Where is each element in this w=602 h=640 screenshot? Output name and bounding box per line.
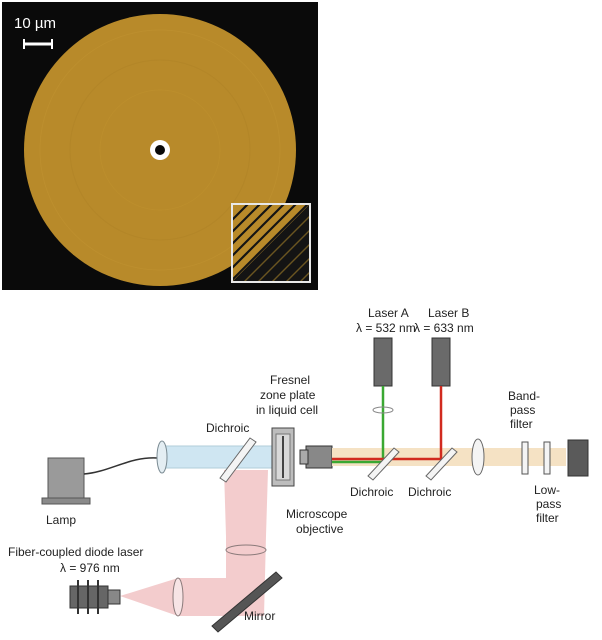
zone-plate-label-3: in liquid cell bbox=[256, 403, 318, 417]
bandpass-label-3: filter bbox=[510, 417, 533, 431]
bandpass-label-2: pass bbox=[510, 403, 535, 417]
scale-bar-label: 10 µm bbox=[14, 15, 56, 32]
detector bbox=[567, 439, 589, 477]
dichroic-left-label: Dichroic bbox=[206, 421, 249, 435]
lamp-beam bbox=[159, 445, 273, 469]
laser-a bbox=[373, 337, 393, 387]
lamp-lens bbox=[156, 440, 168, 474]
zone-plate-cell bbox=[271, 427, 295, 487]
laser-a-lens bbox=[372, 406, 394, 414]
dichroic-left bbox=[219, 437, 257, 483]
zone-plate-inset bbox=[231, 203, 311, 283]
lowpass-filter bbox=[543, 441, 551, 475]
mirror bbox=[211, 571, 283, 633]
zone-plate-label-1: Fresnel bbox=[270, 373, 310, 387]
laser-a-wavelength: λ = 532 nm bbox=[356, 321, 416, 335]
relay-lens bbox=[225, 544, 267, 556]
lamp-cable bbox=[83, 457, 159, 475]
laser-b-label: Laser B bbox=[428, 306, 469, 320]
laser-b-wavelength: λ = 633 nm bbox=[414, 321, 474, 335]
micrograph-panel: 10 µm bbox=[2, 2, 318, 290]
collimating-lens bbox=[172, 577, 184, 617]
laser-a-label: Laser A bbox=[368, 306, 409, 320]
diode-beam bbox=[120, 470, 268, 616]
diode-laser bbox=[69, 580, 121, 614]
bandpass-label-1: Band- bbox=[508, 389, 540, 403]
bandpass-filter bbox=[521, 441, 529, 475]
lowpass-label-3: filter bbox=[536, 511, 559, 525]
output-lens bbox=[471, 438, 485, 476]
diode-laser-label: Fiber-coupled diode laser bbox=[8, 545, 143, 559]
zone-plate-label-2: zone plate bbox=[260, 388, 316, 402]
zone-plate-center bbox=[155, 145, 165, 155]
lowpass-label-2: pass bbox=[536, 497, 561, 511]
laser-b bbox=[431, 337, 451, 387]
objective-label-1: Microscope bbox=[286, 507, 348, 521]
dichroic-laser-a bbox=[367, 447, 400, 481]
dichroic-a-label: Dichroic bbox=[350, 485, 393, 499]
lowpass-label-1: Low- bbox=[534, 483, 560, 497]
microscope-objective bbox=[299, 445, 333, 469]
dichroic-b-label: Dichroic bbox=[408, 485, 451, 499]
lamp bbox=[41, 457, 91, 505]
objective-label-2: objective bbox=[296, 522, 344, 536]
optical-setup: Lamp Mirror Fiber-coupled diode laser λ … bbox=[8, 306, 589, 633]
lamp-label: Lamp bbox=[46, 513, 76, 527]
mirror-label: Mirror bbox=[244, 609, 275, 623]
dichroic-laser-b bbox=[425, 447, 458, 481]
diode-laser-wavelength: λ = 976 nm bbox=[60, 561, 120, 575]
